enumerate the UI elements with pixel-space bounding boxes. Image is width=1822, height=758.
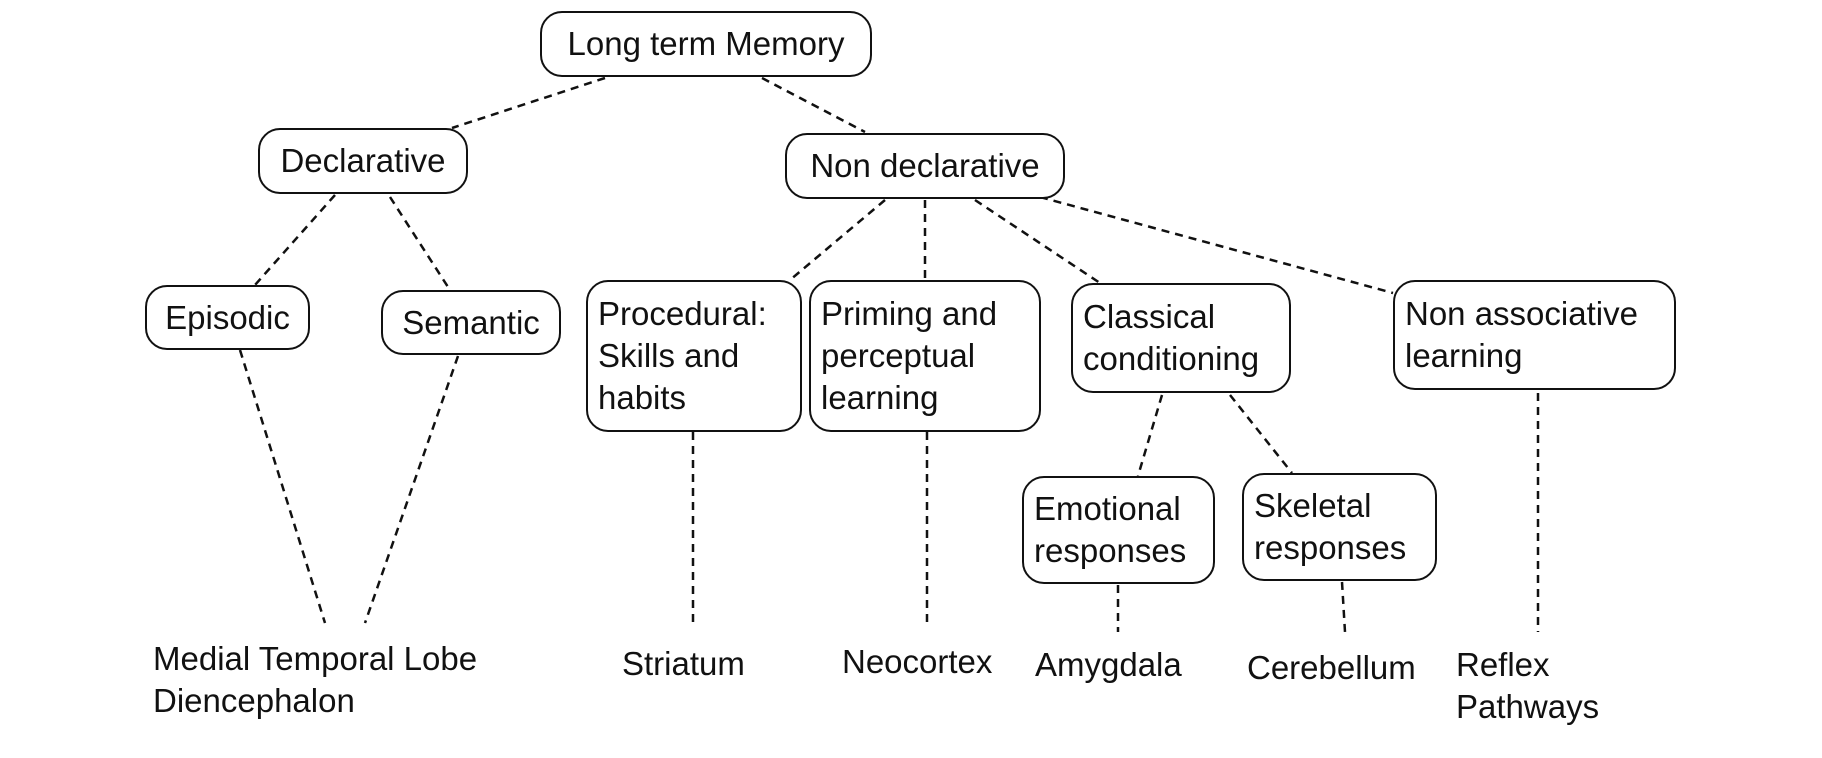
edge-episodic-medialtemporal — [238, 349, 327, 624]
node-classical-conditioning: Classical conditioning — [1071, 283, 1291, 393]
node-priming: Priming and perceptual learning — [809, 280, 1041, 432]
edge-classical-emotional — [1136, 394, 1164, 477]
node-procedural: Procedural: Skills and habits — [586, 280, 802, 432]
edge-classical-skeletal — [1229, 394, 1293, 474]
medial-temporal-line-2: Diencephalon — [153, 682, 355, 719]
edge-declarative-episodic — [254, 194, 336, 286]
node-emotional-responses: Emotional responses — [1022, 476, 1215, 584]
region-neocortex: Neocortex — [842, 643, 993, 680]
procedural-line-1: Procedural: — [598, 295, 767, 332]
skeletal-line-2: responses — [1254, 529, 1407, 566]
nonassociative-line-1: Non associative — [1405, 295, 1638, 332]
edge-nondeclarative-classical — [974, 198, 1101, 285]
edge-skeletal-cerebellum — [1340, 581, 1347, 633]
node-non-declarative: Non declarative — [785, 133, 1065, 199]
region-medial-temporal-lobe: Medial Temporal Lobe Diencephalon — [153, 638, 477, 722]
region-reflex-pathways: Reflex Pathways — [1456, 644, 1599, 728]
priming-line-2: perceptual — [821, 337, 976, 374]
edge-nondeclarative-nonassociative — [1039, 195, 1394, 295]
region-amygdala: Amygdala — [1035, 646, 1182, 683]
region-striatum: Striatum — [622, 645, 745, 682]
procedural-line-3: habits — [598, 379, 687, 416]
priming-line-1: Priming and — [821, 295, 998, 332]
node-semantic: Semantic — [381, 290, 561, 355]
node-skeletal-responses: Skeletal responses — [1242, 473, 1437, 581]
emotional-line-1: Emotional — [1034, 490, 1181, 527]
node-long-term-memory: Long term Memory — [540, 11, 872, 77]
classical-line-1: Classical — [1083, 298, 1216, 335]
priming-line-3: learning — [821, 379, 939, 416]
edge-nondeclarative-procedural — [789, 199, 886, 281]
medial-temporal-line-1: Medial Temporal Lobe — [153, 640, 478, 677]
edge-ltm-declarative — [451, 76, 606, 130]
emotional-line-2: responses — [1034, 532, 1187, 569]
edge-declarative-semantic — [388, 196, 450, 288]
procedural-line-2: Skills and — [598, 337, 740, 374]
edge-ltm-nondeclarative — [761, 76, 866, 134]
reflex-line-2: Pathways — [1456, 688, 1600, 725]
node-declarative: Declarative — [258, 128, 468, 194]
edge-semantic-medialtemporal — [363, 355, 460, 624]
node-non-associative: Non associative learning — [1393, 280, 1676, 390]
region-cerebellum: Cerebellum — [1247, 649, 1416, 686]
reflex-line-1: Reflex — [1456, 646, 1550, 683]
skeletal-line-1: Skeletal — [1254, 487, 1372, 524]
nonassociative-line-2: learning — [1405, 337, 1523, 374]
classical-line-2: conditioning — [1083, 340, 1260, 377]
node-episodic: Episodic — [145, 285, 310, 350]
